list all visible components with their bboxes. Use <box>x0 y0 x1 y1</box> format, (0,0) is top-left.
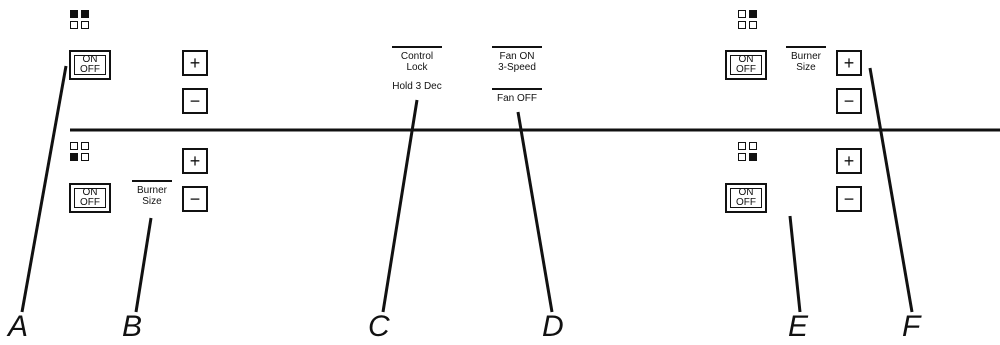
zone-quadrant <box>70 142 78 150</box>
zone-quadrant <box>749 21 757 29</box>
burner-size-line2: Size <box>796 62 816 73</box>
control-lock-line2: Lock <box>406 62 428 73</box>
onoff-off-label: OFF <box>80 64 100 75</box>
label-bar <box>392 46 442 48</box>
fan-on-button[interactable]: Fan ON 3-Speed <box>492 46 542 73</box>
right-rear-burner-size-button[interactable]: Burner Size <box>786 46 826 73</box>
zone-quadrant <box>81 153 89 161</box>
left-rear-onoff-button[interactable]: ON OFF <box>69 50 111 80</box>
callout-a: A <box>8 310 29 343</box>
right-front-plus-button[interactable]: + <box>836 148 862 174</box>
burner-size-line1: Burner <box>136 185 167 196</box>
zone-quadrant <box>738 10 746 18</box>
left-front-plus-button[interactable]: + <box>182 148 208 174</box>
onoff-off-label: OFF <box>736 64 756 75</box>
right-rear-onoff-button[interactable]: ON OFF <box>725 50 767 80</box>
right-rear-plus-button[interactable]: + <box>836 50 862 76</box>
onoff-on-label: ON <box>738 54 754 65</box>
zone-quadrant <box>70 10 78 18</box>
zone-quadrant <box>70 153 78 161</box>
callout-c: C <box>368 310 390 343</box>
fan-on-line2: 3-Speed <box>498 62 536 73</box>
left-front-zone-icon <box>70 142 90 162</box>
zone-quadrant <box>738 21 746 29</box>
zone-quadrant <box>81 142 89 150</box>
leader-line-f <box>868 67 914 313</box>
zone-quadrant <box>749 142 757 150</box>
label-bar <box>132 180 172 182</box>
burner-size-line1: Burner <box>790 51 821 62</box>
leader-line-e <box>788 215 802 313</box>
leader-line-c <box>381 99 419 313</box>
left-rear-plus-button[interactable]: + <box>182 50 208 76</box>
label-bar <box>492 46 542 48</box>
burner-size-line2: Size <box>142 196 162 207</box>
callout-d: D <box>542 310 564 343</box>
right-front-onoff-button[interactable]: ON OFF <box>725 183 767 213</box>
right-front-zone-icon <box>738 142 758 162</box>
zone-quadrant <box>70 21 78 29</box>
onoff-on-label: ON <box>82 54 98 65</box>
left-rear-zone-icon <box>70 10 90 30</box>
onoff-on-label: ON <box>82 187 98 198</box>
callout-f: F <box>902 310 921 343</box>
label-bar <box>786 46 826 48</box>
zone-quadrant <box>81 10 89 18</box>
left-front-onoff-button[interactable]: ON OFF <box>69 183 111 213</box>
zone-quadrant <box>749 153 757 161</box>
right-rear-zone-icon <box>738 10 758 30</box>
zone-quadrant <box>749 10 757 18</box>
callout-e: E <box>788 310 809 343</box>
fan-off-label: Fan OFF <box>496 93 537 104</box>
fan-on-line1: Fan ON <box>499 51 535 62</box>
label-bar <box>492 88 542 90</box>
left-front-minus-button[interactable]: − <box>182 186 208 212</box>
fan-off-button[interactable]: Fan OFF <box>492 88 542 104</box>
callout-b: B <box>122 310 143 343</box>
leader-line-a <box>20 65 68 313</box>
leader-line-b <box>134 217 153 313</box>
left-front-burner-size-button[interactable]: Burner Size <box>132 180 172 207</box>
control-lock-hold-text: Hold 3 Dec <box>392 81 442 92</box>
control-lock-button[interactable]: Control Lock Hold 3 Dec <box>392 46 442 92</box>
zone-quadrant <box>81 21 89 29</box>
zone-quadrant <box>738 153 746 161</box>
onoff-on-label: ON <box>738 187 754 198</box>
left-rear-minus-button[interactable]: − <box>182 88 208 114</box>
right-front-minus-button[interactable]: − <box>836 186 862 212</box>
control-lock-line1: Control <box>400 51 434 62</box>
onoff-off-label: OFF <box>736 197 756 208</box>
right-rear-minus-button[interactable]: − <box>836 88 862 114</box>
zone-quadrant <box>738 142 746 150</box>
onoff-off-label: OFF <box>80 197 100 208</box>
leader-line-d <box>516 111 554 313</box>
